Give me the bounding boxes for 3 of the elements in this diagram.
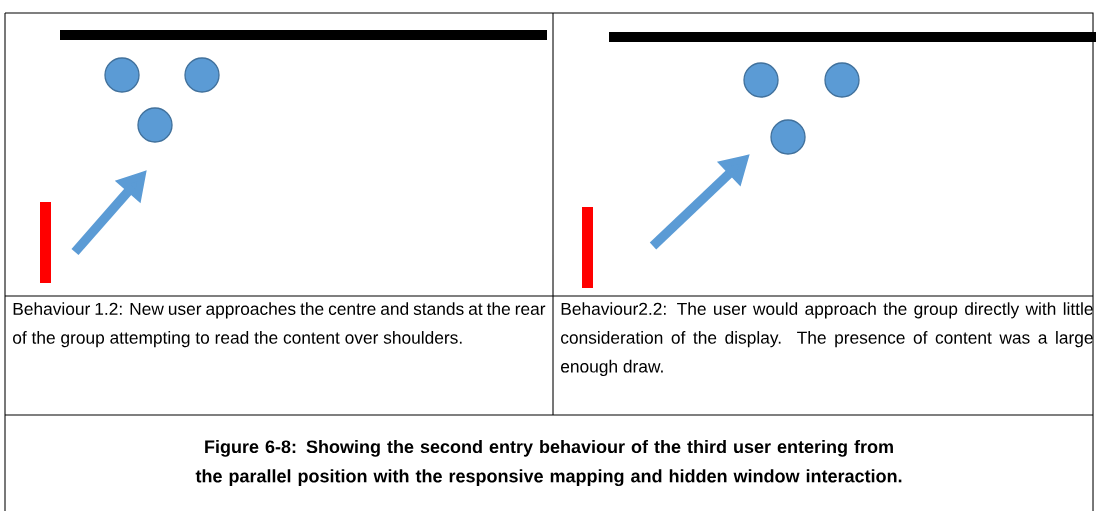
caption: Figure 6-8: Showing the second entry behaviour of the third user entering from the parallel position with the responsive mapping and hidden window interaction. bbox=[195, 439, 902, 487]
cell-text: Behaviour 1.2: New user approaches the centre and stands at the rear of the group attempting to read the content over shoulders. bbox=[13, 302, 546, 348]
cell-text: Behaviour2.2: The user would approach the group directly with little consideration of the display. The presence of content was a large enough draw. bbox=[561, 302, 1093, 377]
